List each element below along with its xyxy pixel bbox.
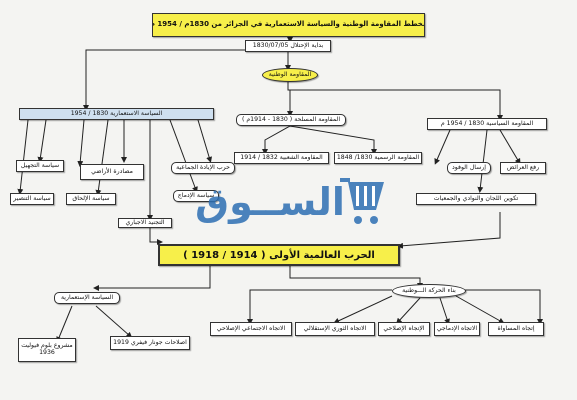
political-resistance-box: المقاومة السياسية 1830 / 1954 م — [427, 118, 547, 130]
trend-social-reform-box: الاتجاه الاجتماعي الإصلاحي — [210, 322, 292, 336]
colonial-policy-2-box: السياسة الإستعمارية — [54, 292, 120, 304]
trend-assimilation-box: الاتجاه الإدماجي — [434, 322, 480, 336]
popular-resistance-box: المقاومة الشعبية 1832 / 1914 — [234, 152, 329, 164]
conscription-box: التجنيد الاجباري — [118, 218, 172, 228]
blum-violette-label: مشروع بلوم فيوليت 1936 — [21, 342, 73, 356]
occupation-start-box: بداية الإحتلال 1830/07/05 — [245, 40, 331, 52]
diagram-title: مخطط المقاومة الوطنية والسياسة الاستعمار… — [152, 13, 425, 37]
trend-revolutionary-box: الاتجاه الثوري الإستقلالي — [295, 322, 375, 336]
christianization-box: سياسة التنصير — [10, 193, 54, 205]
annexation-box: سياسة الإلحاق — [66, 193, 116, 205]
watermark-text: الســوق — [195, 180, 345, 224]
national-movement-box: بناء الحركة الـــوطنية — [392, 284, 466, 298]
trend-equality-box: إتجاه المساواة — [488, 322, 544, 336]
cart-icon — [340, 178, 384, 224]
genocide-box: حرب الإبادة الجماعية — [171, 162, 235, 174]
colonial-policy-box: السياسة الاستعمارية 1830 / 1954 — [19, 108, 214, 120]
land-confiscation-box: مصادرة الأراضي — [80, 164, 144, 180]
ignorance-policy-box: سياسة التجهيل — [16, 160, 64, 172]
delegations-box: إرسال الوفود — [447, 162, 491, 174]
jonnart-box: اصلاحات جونار فيفري 1919 — [110, 336, 190, 350]
official-resistance-box: المقاومة الرسمية 1830/ 1848 — [334, 152, 422, 164]
committees-box: تكوين اللجان والنوادي والجمعيات — [416, 193, 536, 205]
armed-resistance-box: المقاومة المسلحة ( 1830 - 1914م ) — [236, 114, 346, 126]
blum-violette-box: مشروع بلوم فيوليت 1936 — [18, 338, 76, 362]
ww1-box: الحرب العالمية الأولى ( 1914 / 1918 ) — [158, 244, 400, 266]
trend-reformist-box: الإتجاه الإصلاحي — [378, 322, 430, 336]
national-resistance-box: المقاومة الوطنية — [262, 68, 318, 82]
integration-box: سياسة الإدماج — [173, 190, 219, 202]
petitions-box: رفع العرائض — [500, 162, 546, 174]
